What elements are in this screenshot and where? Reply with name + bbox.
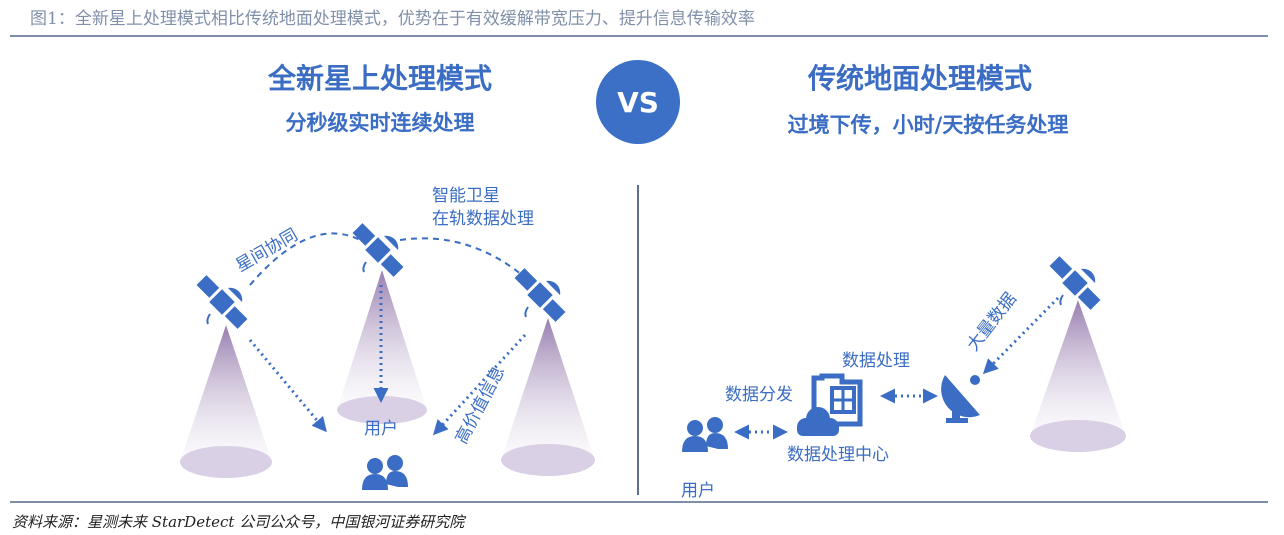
label-data-distribution: 数据分发 [725, 385, 793, 405]
label-user-right: 用户 [681, 481, 715, 500]
title-rule [10, 35, 1268, 37]
label-user-left: 用户 [364, 419, 398, 439]
label-data-processing: 数据处理 [842, 351, 910, 371]
cone-middle-base [337, 396, 427, 424]
arrow-right-to-user [432, 333, 527, 436]
cloud-icon [797, 407, 839, 436]
satellite-icon [351, 222, 405, 278]
coverage-cones [180, 270, 1126, 478]
cone-left-base [180, 446, 272, 478]
cone-right-base [501, 444, 595, 476]
bottom-rule [10, 501, 1268, 503]
cone-far-right-base [1030, 420, 1126, 452]
satellite-icon [195, 274, 249, 330]
vs-label: VS [617, 86, 659, 119]
vs-badge [596, 60, 680, 144]
arrow-left-to-user [248, 339, 327, 433]
diagram: 全新星上处理模式 分秒级实时连续处理 VS 传统地面处理模式 过境下传，小时/天… [180, 60, 1126, 500]
label-inter-satellite: 星间协同 [233, 225, 302, 276]
label-processing-center: 数据处理中心 [787, 445, 889, 465]
left-subheading: 分秒级实时连续处理 [286, 111, 475, 135]
figure-title: 图1：全新星上处理模式相比传统地面处理模式，优势在于有效缓解带宽压力、提升信息传… [30, 9, 755, 29]
source-note: 资料来源：星测未来 StarDetect 公司公众号，中国银河证券研究院 [12, 513, 465, 531]
right-heading: 传统地面处理模式 [807, 62, 1032, 95]
users-icon [362, 455, 408, 490]
label-smart-satellite: 智能卫星 [432, 186, 500, 206]
left-heading: 全新星上处理模式 [267, 62, 492, 95]
cone-far-right [1030, 300, 1126, 452]
satellite-icon [1048, 255, 1102, 311]
label-onorbit-processing: 在轨数据处理 [432, 209, 534, 229]
users-icon [682, 417, 728, 452]
cone-right [501, 318, 595, 476]
ground-dish-icon [941, 375, 980, 423]
link-arc-right [399, 237, 529, 281]
right-subheading: 过境下传，小时/天按任务处理 [788, 113, 1069, 137]
label-bulk-data: 大量数据 [963, 289, 1021, 355]
label-high-value-info: 高价值信息 [452, 363, 510, 447]
cone-left [180, 325, 272, 478]
satellite-icon [513, 267, 567, 323]
